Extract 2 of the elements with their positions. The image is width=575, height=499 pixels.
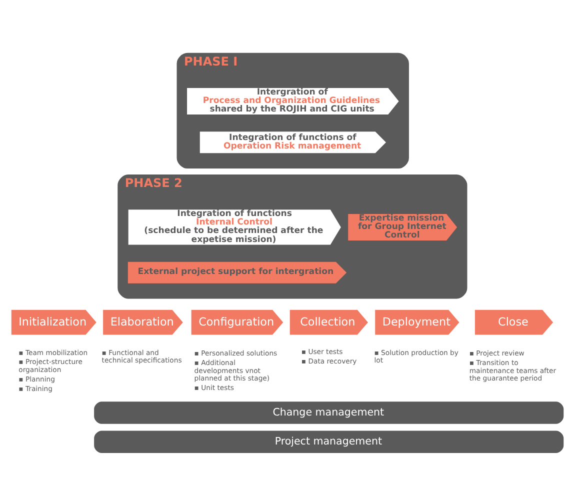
node-box: Project management	[94, 430, 564, 453]
node-box: Change management	[94, 402, 564, 424]
